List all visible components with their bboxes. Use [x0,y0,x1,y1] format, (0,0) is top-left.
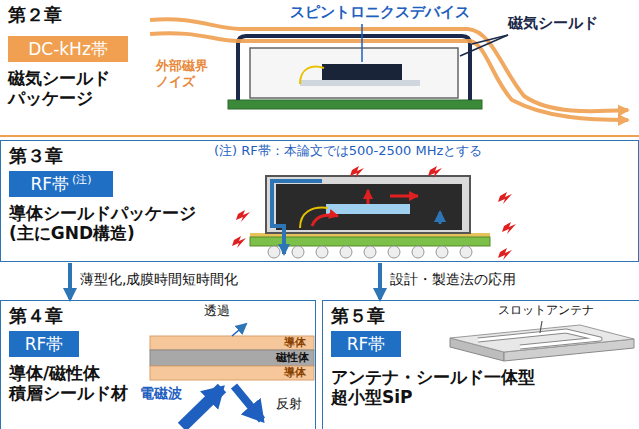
solder-ball [388,246,400,258]
panel-title: アンテナ・シールド一体型 超小型SiP [331,367,556,407]
conductor-shield-package [232,166,516,260]
flow-arrow [68,263,72,299]
edge-label: 設計・製造法の応用 [390,270,516,288]
edge-label: 薄型化,成膜時間短時間化 [80,270,238,288]
note: (注) RF帯：本論文では500-2500 MHzとする [214,143,482,159]
laminated-shield [150,324,314,427]
noise-symbol [498,192,512,204]
panel-title: 導体シールドパッケージ (主にGND構造) [9,203,209,243]
chapter-panel: 第４章導体/磁性体 積層シールド材RF帯 [0,300,316,429]
layer-label: 導体 [284,336,306,350]
solder-balls [268,246,472,258]
flow-arrow [378,263,382,299]
band-label: RF帯 [30,174,69,194]
panel-title: 磁気シールド パッケージ [8,68,158,108]
conductor-layer [150,336,314,350]
leader-line [460,35,508,56]
solder-ball [340,246,352,258]
layer-label: 導体 [284,366,306,380]
magnetic-layer [150,350,314,366]
chapter-heading: 第５章 [331,305,385,327]
noise-symbol [428,166,442,178]
band-badge: RF帯(注) [9,171,113,197]
noise-arrow [312,215,338,226]
spintronics-device [322,64,402,80]
noise-symbol [498,248,512,260]
field-line [150,33,628,120]
leader-line [361,24,363,62]
reflected-wave [234,386,262,420]
antenna-sip [450,321,634,361]
ground-current-arrow [439,212,442,224]
conductor-layer [150,366,314,380]
chapter-heading: 第４章 [9,305,63,327]
solder-ball [436,246,448,258]
mold [276,184,462,230]
noise-arrow [367,190,370,204]
part-label: 磁気シールド [508,14,598,33]
layer-label: 磁性体 [276,351,309,365]
pcb [228,100,482,109]
slot-antenna [478,331,600,347]
band-label: RF帯 [25,334,64,354]
solder-ball [412,246,424,258]
solder-ball [364,246,376,258]
wave-label: 電磁波 [140,384,182,402]
chapter-heading: 第２章 [8,4,62,26]
leader-line [540,321,542,333]
solder-ball [292,246,304,258]
wave-label: 反射 [276,396,302,412]
note-mark: (注) [72,174,92,186]
field-line [150,19,628,111]
magnetic-shield-package [150,19,628,120]
magnetic-shield [238,36,470,100]
noise-label: 外部磁界 ノイズ [156,58,222,90]
wave-label: 透過 [204,303,230,319]
slot-antenna [478,331,600,347]
solder-ball [268,246,280,258]
band-badge: DC-kHz帯 [8,36,128,62]
band-label: DC-kHz帯 [28,39,108,59]
solder-ball [316,246,328,258]
noise-symbol [232,236,246,248]
chapter-heading: 第３章 [9,145,63,167]
incident-wave [182,388,222,427]
solder-ball [460,246,472,258]
part-label: スピントロニクスデバイス [290,3,470,22]
noise-symbol [502,222,516,234]
band-badge: RF帯 [9,331,79,357]
die-substrate [300,80,420,86]
band-badge: RF帯 [331,331,401,357]
noise-symbol [350,166,364,178]
noise-symbol [236,210,250,222]
transmitted-wave [232,324,246,336]
bond-wire [300,67,324,84]
band-label: RF帯 [347,334,386,354]
chip [326,204,410,214]
shield-lid [266,176,470,233]
noise-arrow [390,195,418,198]
sip-top-face [450,325,634,352]
part-label: スロットアンテナ [498,303,594,318]
chapter-panel: 第５章アンテナ・シールド一体型 超小型SiP RF帯 [322,300,639,429]
ground-current-arrow [272,181,322,254]
package-body [250,48,458,98]
chapter-panel: 第３章導体シールドパッケージ (主にGND構造) RF帯(注) [0,140,639,262]
